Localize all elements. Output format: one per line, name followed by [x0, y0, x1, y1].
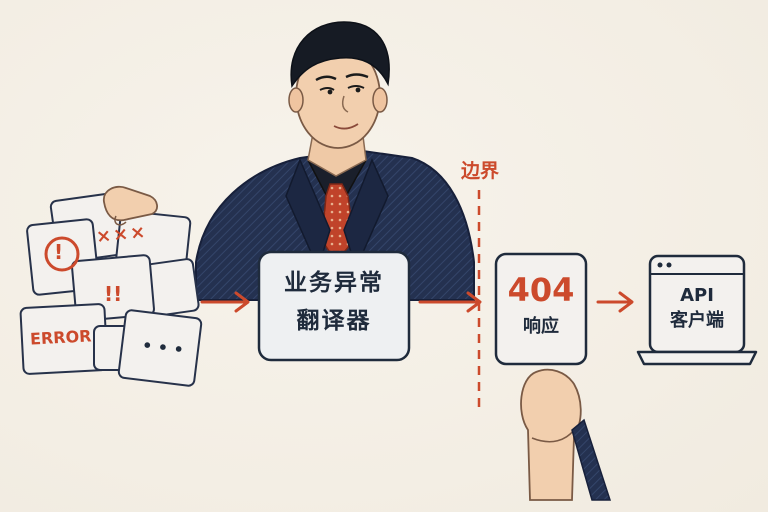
left-hand — [103, 185, 158, 222]
exclaim-circle-icon — [44, 236, 80, 272]
laptop-icon — [636, 254, 758, 366]
card-bang-text: !! — [104, 282, 123, 306]
right-hand — [520, 368, 612, 501]
response-card — [494, 252, 588, 366]
translator-label-line1: 业务异常 — [284, 270, 384, 296]
card-error-text: ERROR — [29, 326, 92, 349]
error-card-stack — [19, 185, 203, 387]
arrow-right-icon — [596, 291, 634, 313]
client-label: API 客户端 — [650, 283, 744, 333]
translator-box — [257, 250, 411, 362]
response-code: 404 — [507, 271, 575, 309]
boundary-label: 边界 — [460, 160, 499, 182]
arrow-right-icon — [200, 291, 250, 313]
client-label-line1: API — [680, 285, 714, 306]
translator-label-line2: 翻译器 — [296, 308, 372, 334]
client-label-line2: 客户端 — [670, 310, 724, 331]
translator-label: 业务异常 翻译器 — [259, 264, 409, 340]
response-label: 响应 — [523, 316, 559, 337]
card-exclaim-text: ! — [54, 240, 64, 264]
